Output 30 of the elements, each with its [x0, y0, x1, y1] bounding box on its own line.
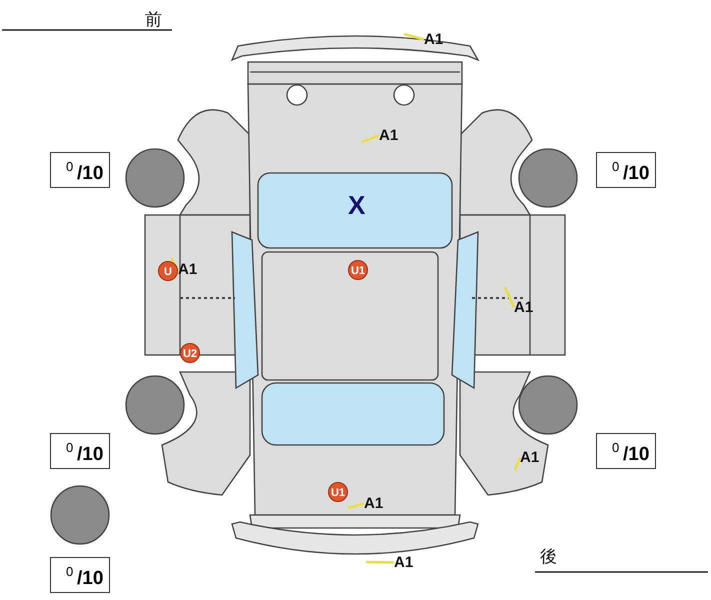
tire-score-box [596, 433, 656, 469]
leader-line [170, 257, 180, 270]
tire-score-box [50, 152, 110, 188]
score-max: /10 [623, 444, 650, 466]
leader-line [348, 502, 364, 510]
leader-line [362, 134, 380, 144]
direction-label: 後 [540, 546, 557, 568]
damage-mark: X [348, 190, 366, 221]
leader-line [514, 457, 522, 470]
damage-code-marker: U2 [180, 343, 200, 363]
leader-line [504, 286, 516, 308]
tire-score-box [596, 152, 656, 188]
tire-score-box [50, 433, 110, 469]
score-max: /10 [77, 163, 104, 185]
score-value: 0 [66, 440, 74, 455]
score-max: /10 [77, 444, 104, 466]
score-value: 0 [612, 159, 620, 174]
damage-code-label: A1 [379, 127, 398, 144]
score-max: /10 [77, 568, 104, 590]
score-value: 0 [66, 159, 74, 174]
score-value: 0 [66, 564, 74, 579]
leader-line [366, 560, 394, 564]
damage-code-label: A1 [520, 449, 540, 466]
direction-label: 前 [145, 9, 162, 31]
score-value: 0 [612, 440, 620, 455]
damage-code-label: A1 [364, 495, 384, 512]
leader-line [404, 32, 424, 41]
score-max: /10 [623, 163, 650, 185]
tire-score-box [50, 557, 110, 593]
damage-code-label: A1 [394, 554, 414, 571]
